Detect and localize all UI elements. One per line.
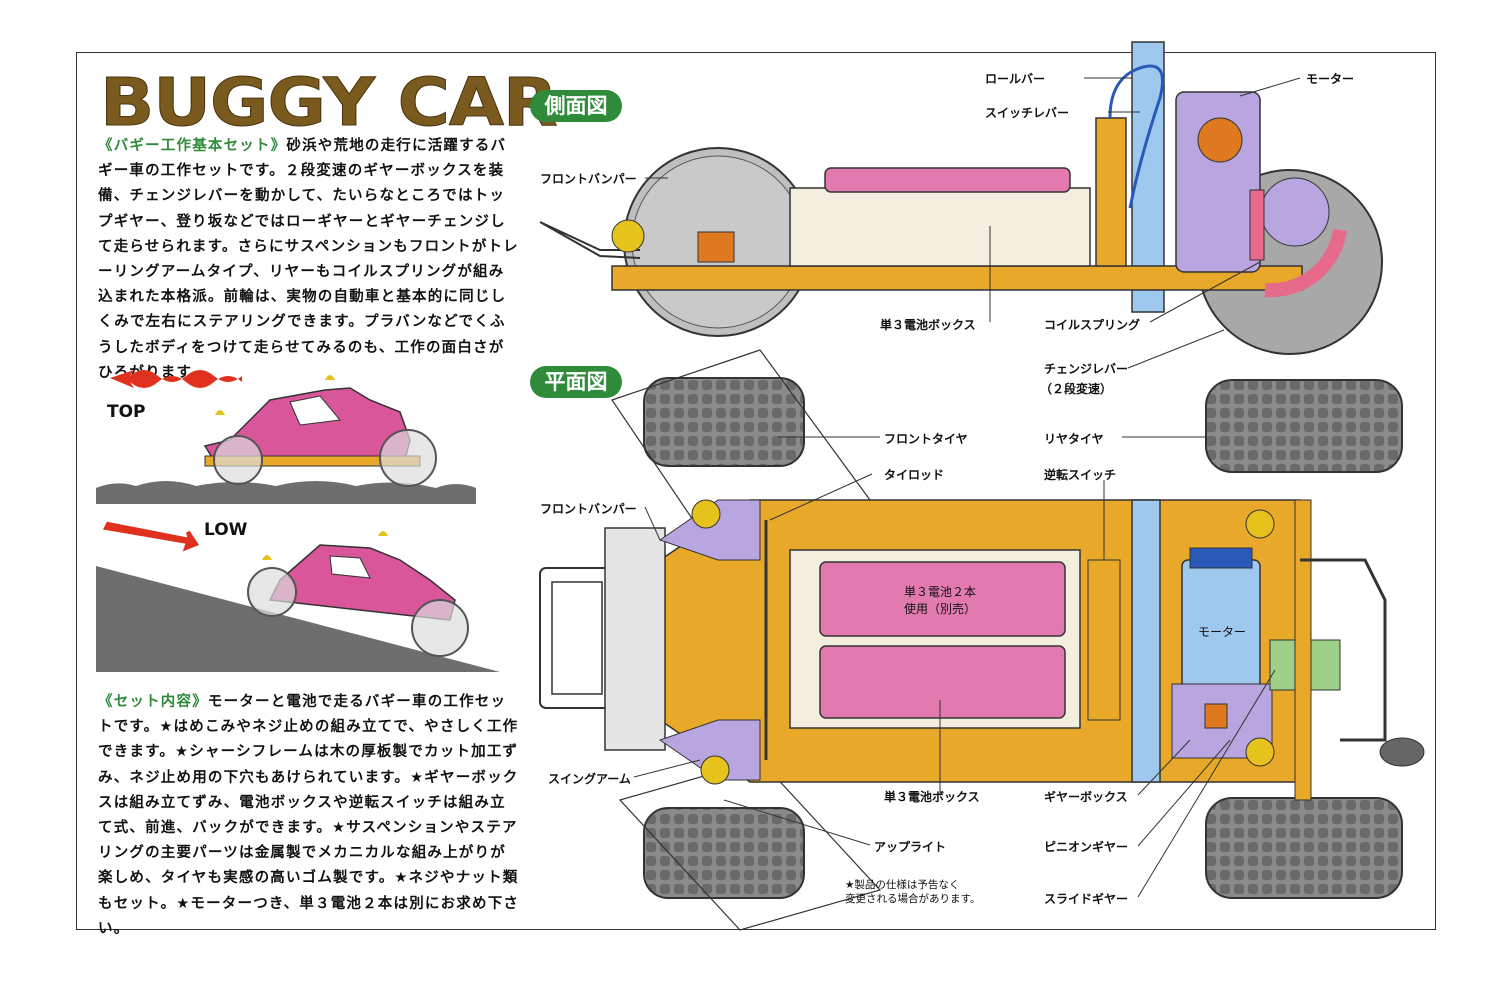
label-slide-gear: スライドギヤー: [1044, 892, 1129, 906]
intro-text: 《バギー工作基本セット》砂浜や荒地の走行に活躍するバギー車の工作セットです。２段…: [98, 134, 520, 386]
footnote: ★製品の仕様は予告なく 変更される場合があります。: [845, 878, 980, 906]
wavy-arrow-icon: [110, 370, 242, 388]
label-coil-spring: コイルスプリング: [1044, 318, 1141, 332]
battery-note: 単３電池２本 使用（別売）: [880, 584, 1000, 618]
label-change-lever: チェンジレバー: [1044, 362, 1129, 376]
battery-note-line1: 単３電池２本: [903, 585, 976, 599]
label-front-bumper-top: フロントバンパー: [540, 502, 637, 516]
page-title: BUGGY CAR: [99, 64, 558, 142]
label-upright: アップライト: [874, 840, 947, 854]
label-battery-box-side: 単３電池ボックス: [880, 318, 976, 332]
label-change-lever-sub: （２段変速）: [1040, 382, 1113, 396]
label-pinion-gear: ピニオンギヤー: [1044, 840, 1129, 854]
label-battery-box-top: 単３電池ボックス: [884, 790, 980, 804]
low-gear-label: LOW: [204, 520, 248, 540]
top-gear-illustration: [96, 370, 476, 504]
low-gear-illustration: [96, 521, 500, 672]
rough-ground: [96, 481, 476, 504]
footnote-line2: 変更される場合があります。: [845, 893, 981, 905]
intro-body: 砂浜や荒地の走行に活躍するバギー車の工作セットです。２段変速のギヤーボックスを装…: [98, 138, 519, 381]
contents-text: 《セット内容》モーターと電池で走るバギー車の工作セットです。★はめこみやネジ止め…: [98, 690, 520, 942]
label-front-bumper-side: フロントバンパー: [540, 172, 637, 186]
slope: [96, 566, 500, 672]
label-gear-box: ギヤーボックス: [1044, 790, 1128, 804]
label-switch-lever: スイッチレバー: [985, 106, 1070, 120]
contents-highlight: 《セット内容》: [98, 694, 208, 710]
side-view-title: 側面図: [530, 90, 622, 122]
label-motor-top: モーター: [1197, 625, 1246, 639]
buggy-body-climbing: [268, 544, 456, 621]
side-view-diagram: [539, 41, 1383, 355]
battery-note-line2: 使用（別売）: [903, 602, 976, 616]
arrow-left-icon: [103, 521, 200, 552]
label-tie-rod: タイロッド: [884, 468, 945, 482]
top-view-diagram: [539, 349, 1425, 931]
label-front-tire: フロントタイヤ: [884, 432, 968, 446]
leader-lines: [633, 77, 1301, 898]
label-swing-arm: スイングアーム: [548, 772, 631, 786]
footnote-line1: ★製品の仕様は予告なく: [845, 879, 960, 891]
label-motor-side: モーター: [1306, 72, 1355, 86]
label-roll-bar: ロールバー: [985, 72, 1046, 86]
contents-body: モーターと電池で走るバギー車の工作セットです。★はめこみやネジ止めの組み立てで、…: [98, 694, 520, 937]
label-rear-tire: リヤタイヤ: [1044, 432, 1104, 446]
top-gear-label: TOP: [107, 402, 146, 422]
top-view-title: 平面図: [530, 366, 622, 398]
label-reverse-switch: 逆転スイッチ: [1044, 468, 1117, 482]
intro-highlight: 《バギー工作基本セット》: [98, 138, 287, 154]
